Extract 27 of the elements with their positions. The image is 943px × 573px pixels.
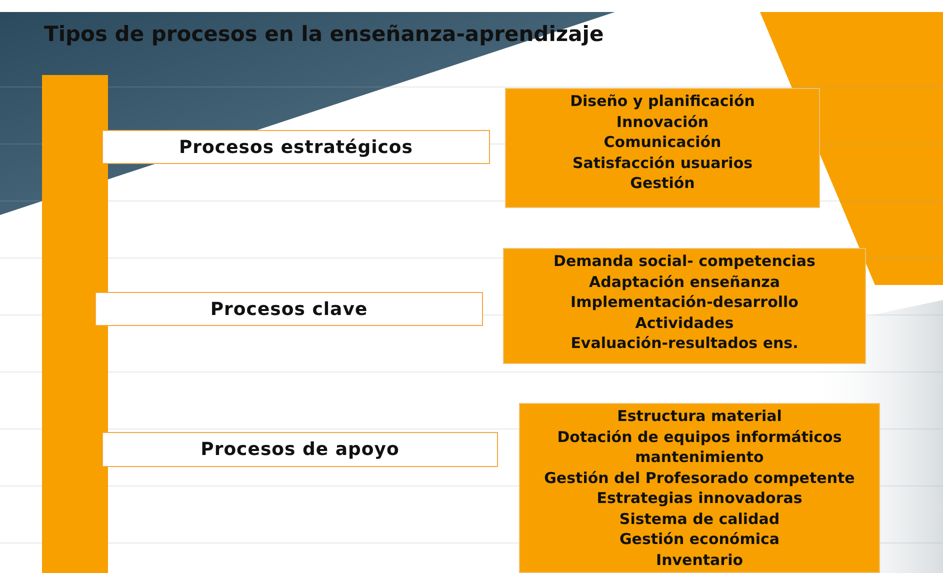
list-item: Gestión del Profesorado competente bbox=[544, 468, 855, 488]
list-item: Sistema de calidad bbox=[619, 508, 780, 529]
list-item: Satisfacción usuarios bbox=[572, 152, 753, 173]
process-list-box bbox=[519, 403, 880, 573]
category-label: Procesos de apoyo bbox=[200, 439, 400, 460]
list-item: Evaluación-resultados ens. bbox=[570, 333, 798, 354]
list-item: Estructura material bbox=[617, 406, 782, 426]
list-item: Innovación bbox=[616, 112, 709, 132]
list-item: Gestión económica bbox=[619, 529, 780, 550]
list-item: Diseño y planificación bbox=[570, 91, 755, 112]
list-item: Implementación-desarrollo bbox=[570, 292, 798, 312]
list-item: Estrategias innovadoras bbox=[596, 488, 802, 508]
list-item: Comunicación bbox=[604, 132, 722, 152]
list-item: Inventario bbox=[656, 550, 744, 570]
list-item: Actividades bbox=[635, 312, 734, 333]
process-category-box bbox=[95, 292, 483, 326]
list-item: Adaptación enseñanza bbox=[588, 272, 780, 292]
process-list-box bbox=[505, 88, 820, 208]
vertical-bar bbox=[42, 75, 108, 573]
process-category-box bbox=[102, 130, 490, 164]
process-list-box bbox=[503, 248, 866, 364]
process-category-box bbox=[102, 432, 498, 467]
list-item: Gestión bbox=[630, 173, 695, 194]
list-item: Dotación de equipos informáticos mantenimiento bbox=[556, 426, 843, 468]
category-label: Procesos estratégicos bbox=[178, 136, 414, 158]
list-item: Demanda social- competencias bbox=[554, 251, 816, 272]
category-label: Procesos clave bbox=[210, 298, 368, 320]
